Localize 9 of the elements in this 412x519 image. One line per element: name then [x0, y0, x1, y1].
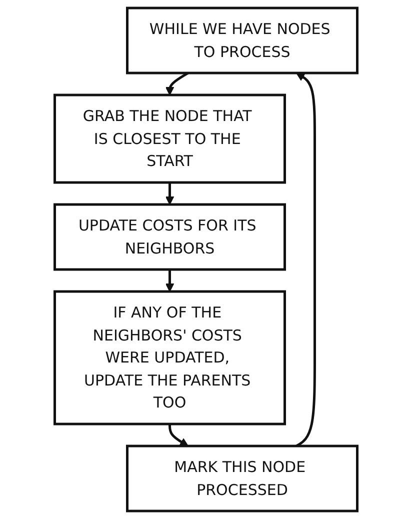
- arrow: [168, 424, 188, 446]
- arrow: [296, 72, 316, 448]
- node-box: GRAB THE NODE THAT IS CLOSEST TO THE START: [54, 94, 286, 184]
- node-box: UPDATE COSTS FOR ITS NEIGHBORS: [54, 203, 286, 271]
- node-box: IF ANY OF THE NEIGHBORS' COSTS WERE UPDATED, UPDATE THE PARENTS TOO: [54, 290, 286, 426]
- node-box: WHILE WE HAVE NODES TO PROCESS: [126, 6, 358, 74]
- node-box: MARK THIS NODE PROCESSED: [126, 444, 358, 512]
- arrow: [165, 270, 174, 292]
- arrow: [165, 182, 174, 205]
